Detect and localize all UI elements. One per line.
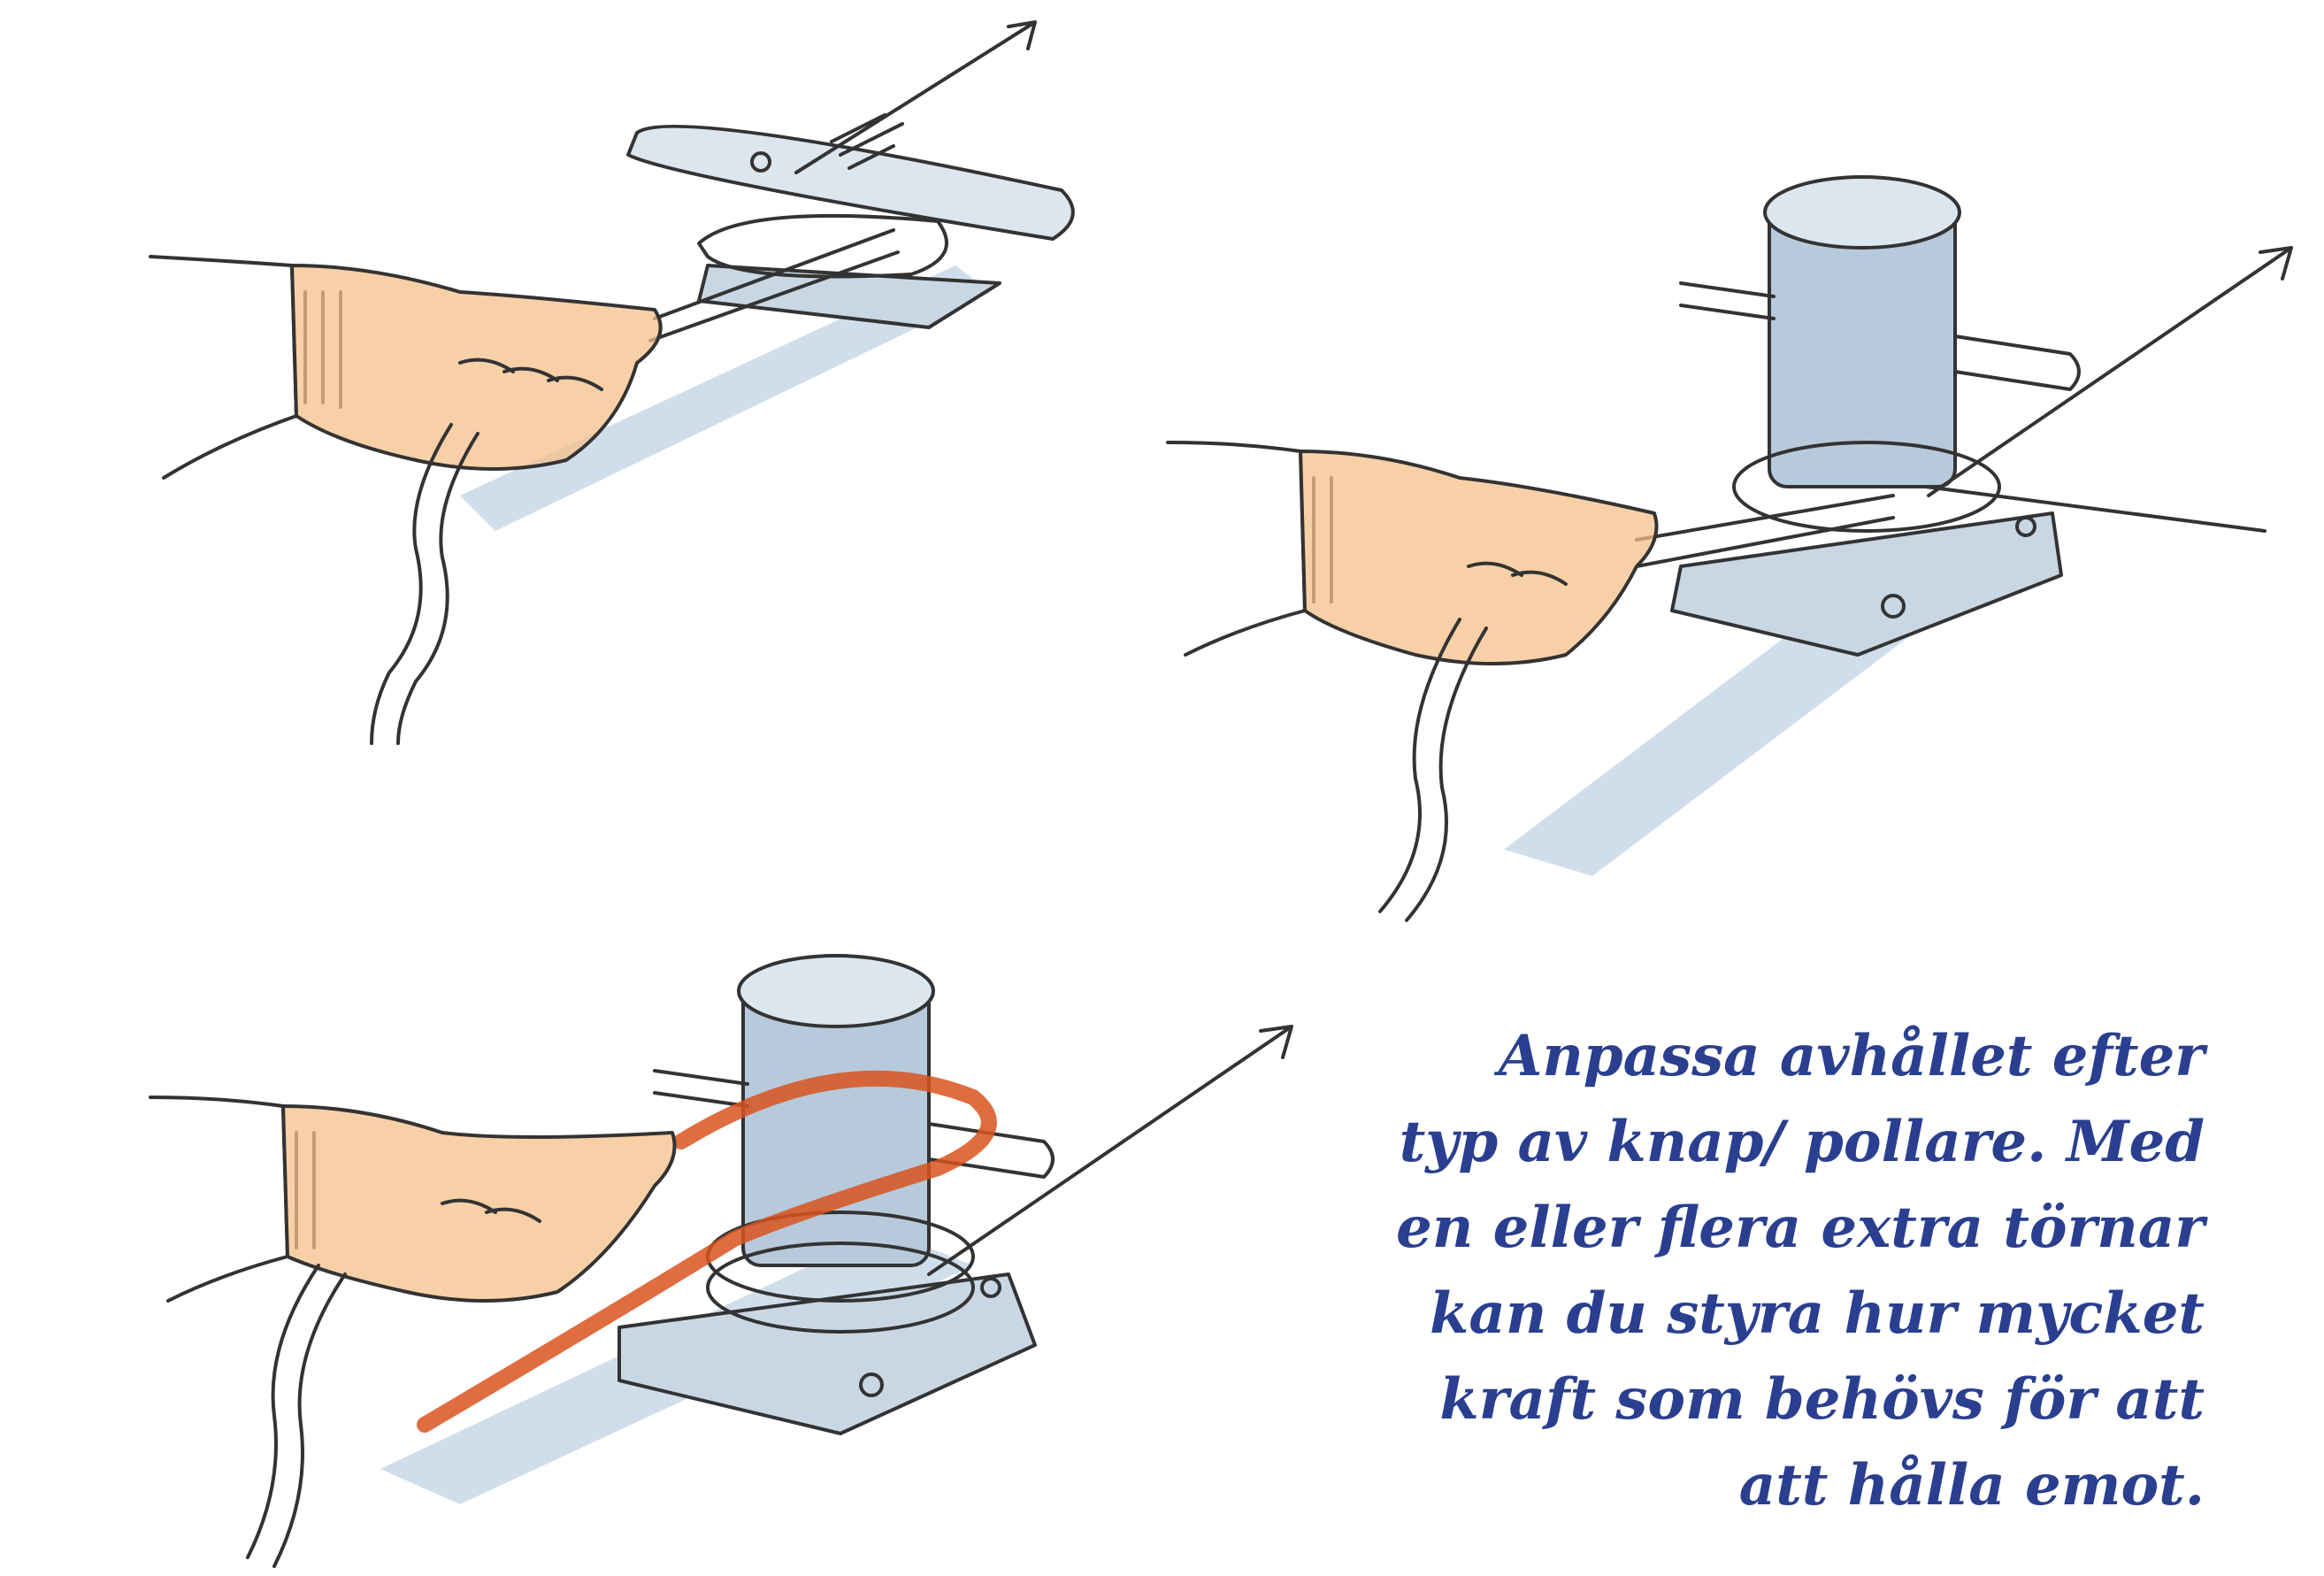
- instruction-caption: Anpassa avhållet efter typ av knap/ poll…: [1231, 1013, 2205, 1528]
- cleat-horn: [628, 127, 1073, 239]
- bollard-panel: [1168, 177, 2291, 920]
- caption-line: en eller flera extra törnar: [1231, 1185, 2205, 1271]
- hand: [1300, 451, 1657, 664]
- caption-line: typ av knap/ pollare. Med: [1231, 1099, 2205, 1185]
- rope-hanging: [248, 1265, 345, 1566]
- rope-tail-arrow: [796, 22, 1035, 173]
- caption-line: Anpassa avhållet efter: [1231, 1013, 2205, 1099]
- caption-line: kraft som behövs för att: [1231, 1357, 2205, 1442]
- bollard-top: [1765, 177, 1960, 248]
- caption-line: kan du styra hur mycket: [1231, 1271, 2205, 1357]
- sleeve: [150, 257, 296, 478]
- sleeve: [150, 1097, 288, 1301]
- rope-tail-arrow: [1929, 248, 2291, 496]
- caption-line: att hålla emot.: [1231, 1442, 2205, 1528]
- sleeve: [1168, 442, 1305, 655]
- bollard-extra-turns-panel: [150, 956, 1292, 1566]
- cleat-panel: [150, 22, 1073, 743]
- bollard-base: [1672, 513, 2061, 655]
- rope-hanging: [372, 425, 478, 743]
- bollard-top: [739, 956, 933, 1026]
- bollard-base: [619, 1274, 1035, 1434]
- rope-loop: [699, 216, 947, 277]
